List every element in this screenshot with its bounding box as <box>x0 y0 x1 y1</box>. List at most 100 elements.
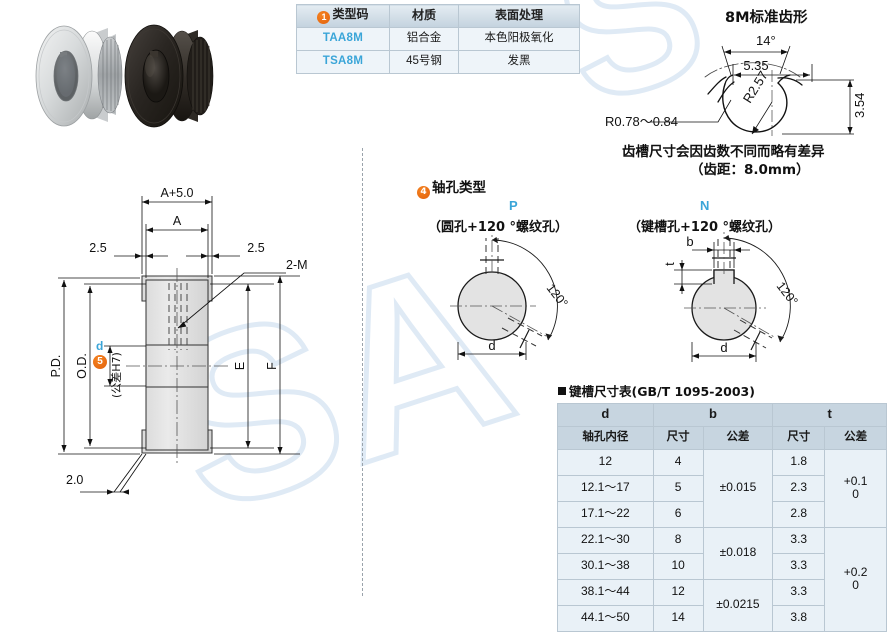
table-row: 12 4 ±0.015 1.8 +0.1 0 <box>557 449 887 528</box>
square-bullet-icon <box>558 387 566 395</box>
cell-b-tol: ±0.0215 <box>702 579 774 632</box>
dim-od-label: O.D. <box>75 353 89 379</box>
cell-d: 38.1～44 <box>557 579 654 606</box>
cell-t: 2.3 <box>772 475 826 502</box>
keyway-subheader-t-size: 尺寸 <box>772 426 826 450</box>
cell-d: 22.1～30 <box>557 527 654 554</box>
t-tol-bottom: 0 <box>852 487 859 501</box>
table-row: TSA8M 45号钢 发黑 <box>296 50 580 74</box>
cell-b: 8 <box>652 527 704 554</box>
cell-d: 17.1～22 <box>557 501 654 528</box>
bore-badge-group: 5 <box>93 349 109 369</box>
pulley-section-drawing: A+5.0 A 2.5 2.5 2-M P.D. O.D. <box>49 186 308 495</box>
table-row: 17.1～22 6 2.8 <box>557 501 887 528</box>
cell-t-tol: +0.1 0 <box>824 449 887 528</box>
tooth-profile-title: 8M标准齿形 <box>725 10 808 26</box>
vertical-separator <box>362 148 363 596</box>
bore-b-label: b <box>686 234 693 249</box>
tooth-root-radius-label: R0.78～0.84 <box>605 114 678 129</box>
bore-d-n-label: d <box>720 340 727 355</box>
tooth-profile-drawing: 14° 5.35 3.54 R2.57 R0.78～0.84 <box>605 33 867 136</box>
bore-angle-n-label: 120° <box>774 279 801 308</box>
type-table-col-material: 材质 <box>389 4 459 28</box>
tooth-angle-label: 14° <box>756 33 776 48</box>
cell-finish: 发黑 <box>458 50 580 74</box>
type-table-col-finish: 表面处理 <box>458 4 580 28</box>
t-tol-bottom: 0 <box>852 578 859 592</box>
dim-a-plus-5-label: A+5.0 <box>160 186 193 200</box>
badge-4: 4 <box>417 186 430 199</box>
table-row: 30.1～38 10 3.3 <box>557 553 887 580</box>
badge-1: 1 <box>317 10 331 24</box>
cell-d: 12 <box>557 449 654 476</box>
cell-t: 2.8 <box>772 501 826 528</box>
cell-material: 45号钢 <box>389 50 459 74</box>
t-tol-top: +0.2 <box>843 564 868 579</box>
keyway-subheader-t-tol: 公差 <box>824 426 887 450</box>
cell-b-tol: ±0.018 <box>702 527 774 580</box>
table-row: TAA8M 铝合金 本色阳极氧化 <box>296 27 580 51</box>
tooth-width-label: 5.35 <box>743 58 768 73</box>
pulley-steel <box>124 24 214 128</box>
tooth-depth-label: 3.54 <box>852 93 867 118</box>
badge-5: 5 <box>93 355 107 369</box>
cell-b: 10 <box>652 553 704 580</box>
cell-b: 4 <box>652 449 704 476</box>
tooth-note-2: （齿距：8.0mm） <box>690 162 810 178</box>
bore-d-p-label: d <box>488 338 495 353</box>
cell-t: 1.8 <box>772 449 826 476</box>
bore-t-label: t <box>662 262 677 266</box>
cell-t: 3.3 <box>772 527 826 554</box>
dim-right-25-label: 2.5 <box>247 241 264 255</box>
keyway-table-section: 键槽尺寸表(GB/T 1095-2003) d b t 轴孔内径 尺寸 公差 尺… <box>557 381 887 632</box>
bore-type-n-code: N <box>700 198 710 213</box>
t-tol-top: +0.1 <box>843 473 868 488</box>
cell-t-tol: +0.2 0 <box>824 527 887 632</box>
cell-material: 铝合金 <box>389 27 459 51</box>
cell-b: 5 <box>652 475 704 502</box>
keyway-subheader-bore: 轴孔内径 <box>557 426 654 450</box>
keyway-table-title: 键槽尺寸表(GB/T 1095-2003) <box>558 381 887 400</box>
keyway-subheader-b-size: 尺寸 <box>652 426 704 450</box>
dim-pd-label: P.D. <box>49 355 63 378</box>
cell-t: 3.3 <box>772 579 826 606</box>
dim-bottom-20-label: 2.0 <box>66 473 83 487</box>
tooth-note-1: 齿槽尺寸会因齿数不同而略有差异 <box>622 144 825 160</box>
table-row: 22.1～30 8 ±0.018 3.3 +0.2 0 <box>557 527 887 632</box>
dim-left-25-label: 2.5 <box>89 241 106 255</box>
bore-type-n-drawing: 120° b t d <box>662 232 801 362</box>
table-row: 12.1～17 5 2.3 <box>557 475 887 502</box>
keyway-sub-header-row: 轴孔内径 尺寸 公差 尺寸 公差 <box>557 426 887 450</box>
cell-t: 3.3 <box>772 553 826 580</box>
keyway-header-d: d <box>557 403 654 427</box>
dim-f-label: F <box>265 362 279 370</box>
cell-d: 30.1～38 <box>557 553 654 580</box>
pulley-aluminium <box>35 25 123 127</box>
bore-tolerance-label: (公差H7) <box>110 352 123 398</box>
keyway-group-header-row: d b t <box>557 403 887 427</box>
cell-d: 12.1～17 <box>557 475 654 502</box>
cell-finish: 本色阳极氧化 <box>458 27 580 51</box>
cell-b: 12 <box>652 579 704 606</box>
cell-d: 44.1～50 <box>557 605 654 632</box>
dim-2m-label: 2-M <box>286 258 308 272</box>
bore-angle-p-label: 120° <box>544 281 571 310</box>
tooth-radius-label: R2.57 <box>740 68 771 105</box>
keyway-dimension-table: d b t 轴孔内径 尺寸 公差 尺寸 公差 12 4 ±0.015 1.8 +… <box>557 403 887 632</box>
bore-label-d: d <box>96 339 104 353</box>
keyway-subheader-b-tol: 公差 <box>702 426 774 450</box>
dim-a-label: A <box>173 214 182 228</box>
cell-code: TAA8M <box>296 27 390 51</box>
bore-type-p-drawing: 120° d <box>450 234 571 360</box>
cell-b: 6 <box>652 501 704 528</box>
keyway-header-t: t <box>772 403 887 427</box>
cell-code: TSA8M <box>296 50 390 74</box>
cell-b: 14 <box>652 605 704 632</box>
bore-type-n-desc: （键槽孔+120 °螺纹孔） <box>628 220 782 235</box>
cell-t: 3.8 <box>772 605 826 632</box>
cell-b-tol: ±0.015 <box>702 449 774 528</box>
product-photo <box>35 24 214 128</box>
